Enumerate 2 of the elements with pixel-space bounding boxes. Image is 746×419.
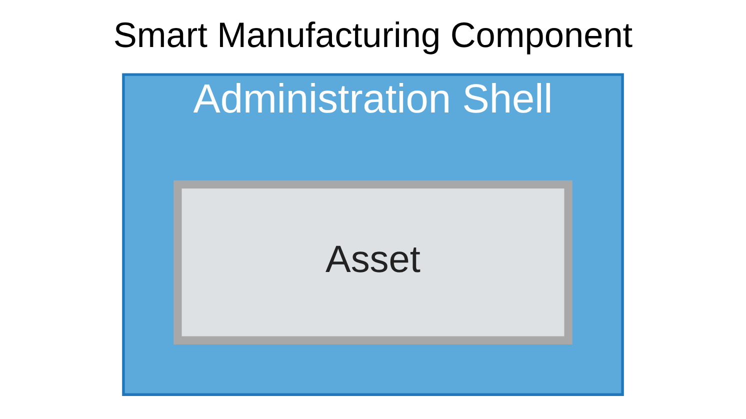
node-box: Asset [174,180,572,344]
diagram-title: Smart Manufacturing Component [113,16,633,56]
